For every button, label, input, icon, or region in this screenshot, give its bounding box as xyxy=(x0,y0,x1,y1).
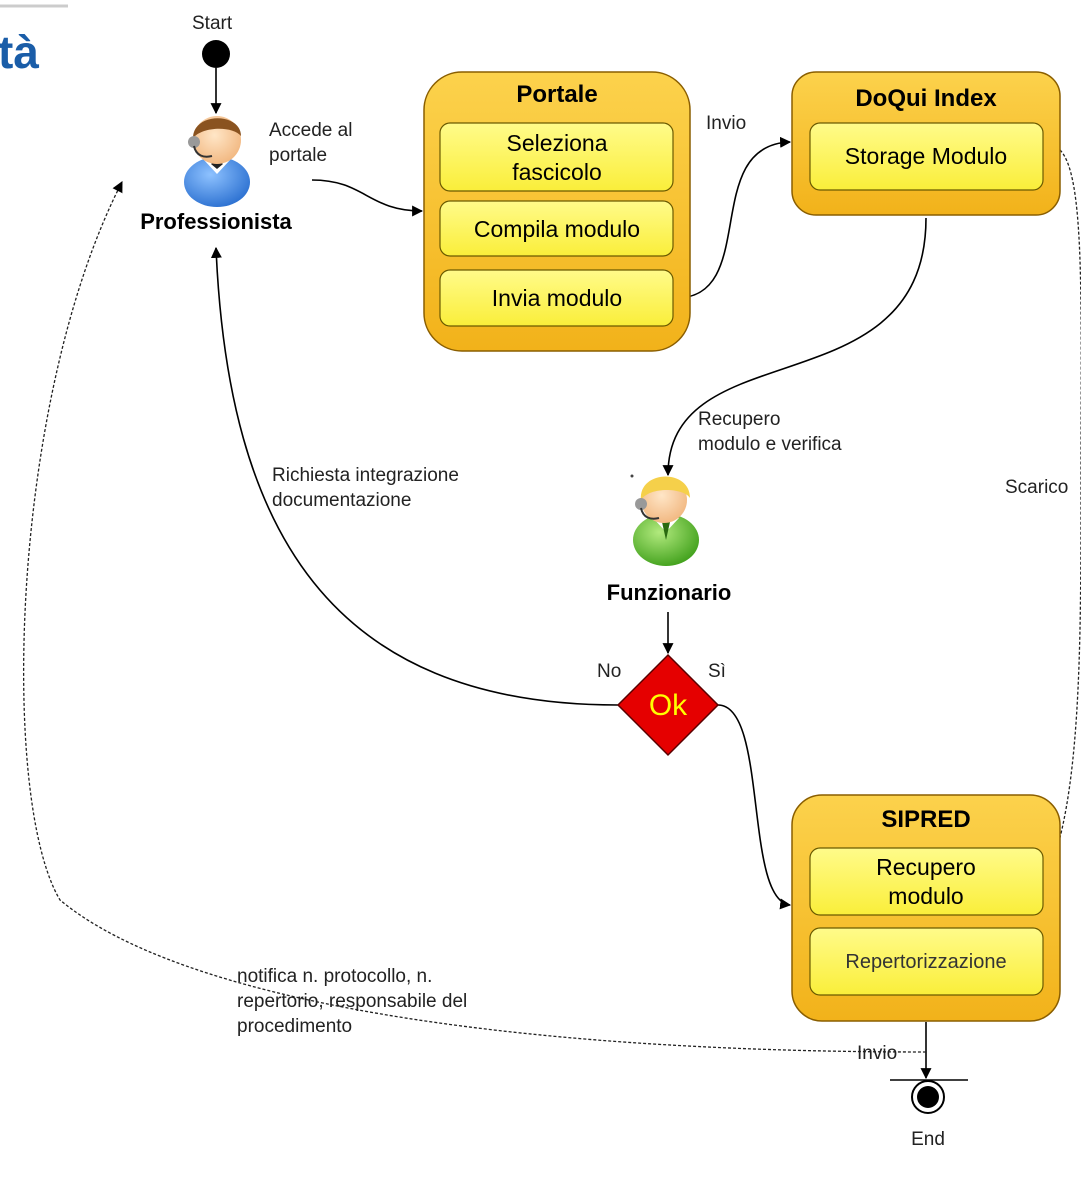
edge-accede-al-portale xyxy=(311,179,424,217)
decision-label: Ok xyxy=(649,689,688,722)
edge-scarico xyxy=(1044,149,1081,882)
activity-storage-modulo xyxy=(809,122,1044,191)
activity-recupero-modulo xyxy=(809,847,1044,916)
edge-label-accede-line1: Accede al xyxy=(269,120,352,141)
decision-no-label: No xyxy=(597,661,621,682)
edge-label-notifica-line2: repertorio, responsabile del xyxy=(237,991,467,1012)
edge-label-richiesta-line1: Richiesta integrazione xyxy=(272,465,459,486)
activity-compila-modulo xyxy=(439,200,674,257)
activity-invia-label: Invia modulo xyxy=(492,285,622,311)
edge-label-accede-line2: portale xyxy=(269,145,327,166)
start-label: Start xyxy=(192,13,233,34)
heading-fragment: tà xyxy=(0,26,39,78)
start-node xyxy=(202,40,230,68)
portale-container: Portale Seleziona fascicolo Compila modu… xyxy=(423,71,691,352)
edge-notifica xyxy=(22,181,927,1053)
edge-label-notifica-line1: notifica n. protocollo, n. xyxy=(237,966,432,987)
activity-invia-modulo xyxy=(439,269,674,327)
activity-seleziona-line2: fascicolo xyxy=(512,159,601,185)
edge-decision-yes-to-sipred xyxy=(717,704,792,910)
activity-recupero-line2: modulo xyxy=(888,883,963,909)
end-label: End xyxy=(911,1129,945,1150)
edge-recupero-e-verifica xyxy=(662,217,927,477)
edge-label-recupero-line1: Recupero xyxy=(698,409,780,430)
edge-decision-no-richiesta xyxy=(210,246,619,706)
activity-seleziona-fascicolo xyxy=(439,122,674,192)
edge-label-notifica-line3: procedimento xyxy=(237,1016,352,1037)
funzionario-label: Funzionario xyxy=(607,580,732,605)
edge-label-invio-top: Invio xyxy=(706,113,746,134)
edge-invio-to-doqui xyxy=(675,136,792,299)
activity-recupero-line1: Recupero xyxy=(876,854,976,880)
funzionario-actor-icon xyxy=(630,474,699,566)
activity-compila-label: Compila modulo xyxy=(474,216,640,242)
professionista-label: Professionista xyxy=(140,209,292,234)
activity-storage-label: Storage Modulo xyxy=(845,143,1007,169)
decision-yes-label: Sì xyxy=(708,661,726,682)
activity-repertorizzazione xyxy=(809,927,1044,996)
doqui-container: DoQui Index Storage Modulo xyxy=(791,71,1061,216)
portale-title: Portale xyxy=(516,81,597,108)
doqui-title: DoQui Index xyxy=(855,85,997,112)
end-node-inner xyxy=(917,1086,939,1108)
sipred-container: SIPRED Recupero modulo Repertorizzazione xyxy=(791,794,1061,1022)
edge-label-scarico: Scarico xyxy=(1005,477,1068,498)
edge-label-recupero-line2: modulo e verifica xyxy=(698,434,842,455)
professionista-actor-icon xyxy=(184,116,250,207)
activity-repertorizzazione-label: Repertorizzazione xyxy=(845,951,1006,973)
decision-node: Ok xyxy=(616,653,720,757)
edge-label-richiesta-line2: documentazione xyxy=(272,490,411,511)
activity-seleziona-line1: Seleziona xyxy=(506,130,607,156)
sipred-title: SIPRED xyxy=(881,806,970,833)
edge-label-invio-bottom: Invio xyxy=(857,1043,897,1064)
